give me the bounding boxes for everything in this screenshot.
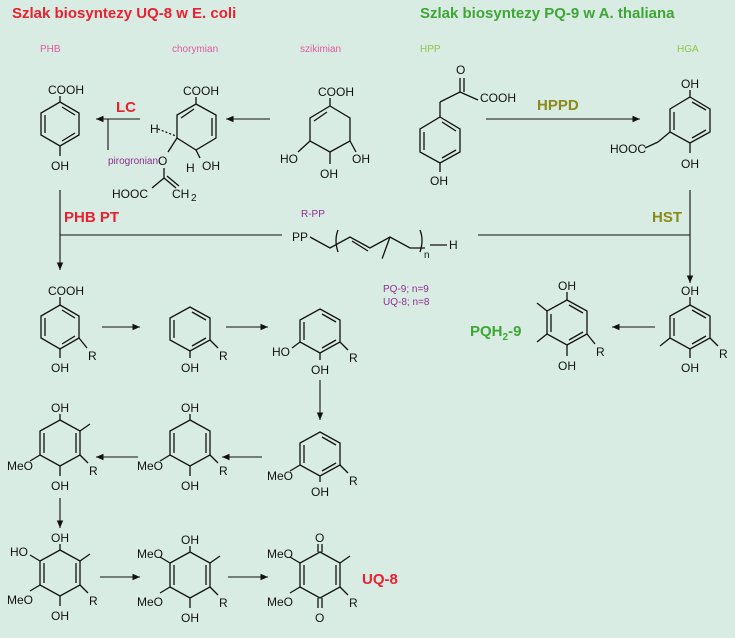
oh-label: OH	[558, 359, 576, 373]
oh-label: OH	[51, 609, 69, 623]
r-label: R	[89, 594, 98, 608]
r-label: R	[349, 351, 358, 365]
title-uq8-pathway: Szlak biosyntezy UQ-8 w E. coli	[12, 5, 236, 22]
oh-label: OH	[681, 77, 699, 91]
oh-label: OH	[181, 533, 199, 547]
oh-label: OH	[181, 401, 199, 415]
cooh-label: COOH	[183, 84, 219, 98]
label-chorismate: chorymian	[172, 44, 218, 55]
molecule-methyl-diol: OH MeO OH R	[7, 401, 98, 493]
oh-label: OH	[51, 159, 69, 173]
enzyme-hst: HST	[652, 209, 682, 226]
oh-label: OH	[558, 279, 576, 293]
label-phb: PHB	[40, 44, 61, 55]
pp-label: PP	[292, 230, 308, 244]
molecule-uq8: O O MeO MeO R	[267, 531, 358, 625]
molecule-prenylcatechol: HO OH R	[272, 308, 358, 377]
oh-label: OH	[681, 361, 699, 375]
oh-label: OH	[681, 284, 699, 298]
oh-label: OH	[51, 401, 69, 415]
r-label: R	[349, 474, 358, 488]
oh-label: OH	[181, 479, 199, 493]
cooh-label: COOH	[48, 83, 84, 97]
molecule-prenyl-hga: OH OH R	[659, 284, 728, 375]
n-subscript: n	[424, 250, 430, 261]
cooh-label: COOH	[318, 85, 354, 99]
meo-label: MeO	[137, 459, 163, 473]
r-label: R	[719, 347, 728, 361]
molecule-shikimate: COOH HO OH OH	[280, 85, 370, 181]
molecule-phb: COOH OH	[40, 83, 84, 173]
oh-label: OH	[311, 363, 329, 377]
molecule-hga: OH OH HOOC	[610, 77, 711, 171]
meo-label: MeO	[137, 547, 163, 561]
h-label: H	[186, 161, 195, 175]
ho-label: HO	[280, 152, 298, 166]
oh-label: OH	[320, 167, 338, 181]
o-label: O	[315, 531, 324, 545]
enzyme-phb-pt: PHB PT	[64, 209, 119, 226]
meo-label: MeO	[267, 469, 293, 483]
oh-label: OH	[51, 531, 69, 545]
oh-label: OH	[352, 152, 370, 166]
molecule-hydroxy-diol: OH HO MeO OH R	[7, 531, 98, 623]
oh-label: OH	[430, 174, 448, 188]
label-rpp: R-PP	[301, 209, 325, 220]
cooh-label: COOH	[480, 91, 516, 105]
ho-label: HO	[10, 545, 28, 559]
oh-label: OH	[51, 361, 69, 375]
label-hpp: HPP	[420, 44, 441, 55]
o-label: O	[456, 63, 465, 77]
oh-label: OH	[181, 361, 199, 375]
product-pqh2-9-label: PQH2-9	[470, 323, 521, 343]
molecule-dimethoxy-diol: OH MeO MeO OH R	[137, 533, 228, 625]
molecule-methoxy-catechol: MeO OH R	[267, 431, 358, 499]
molecule-prenyl-pp: R-PP PP n H PQ-9; n=9 UQ-8; n=8	[292, 209, 458, 308]
hooc-label: HOOC	[610, 142, 646, 156]
meo-label: MeO	[267, 595, 293, 609]
hooc-label: HOOC	[112, 187, 148, 201]
r-label: R	[349, 596, 358, 610]
h-label: H	[150, 122, 159, 136]
label-uq8-n: UQ-8; n=8	[383, 297, 430, 308]
r-label: R	[88, 349, 97, 363]
oh-label: OH	[202, 159, 220, 173]
ch2-label: CH	[172, 187, 189, 201]
label-hga: HGA	[677, 44, 699, 55]
molecule-pqh2-9: OH OH R	[536, 279, 605, 373]
r-label: R	[219, 596, 228, 610]
oh-label: OH	[311, 485, 329, 499]
molecule-diol-intermediate: OH MeO OH R	[137, 401, 228, 493]
oh-label: OH	[181, 611, 199, 625]
product-uq8-label: UQ-8	[362, 571, 398, 588]
oh-label: OH	[51, 479, 69, 493]
r-label: R	[219, 349, 228, 363]
meo-label: MeO	[7, 459, 33, 473]
meo-label: MeO	[137, 595, 163, 609]
molecule-chorismate: COOH H H OH O HOOC CH 2	[112, 84, 220, 204]
title-pq9-pathway: Szlak biosyntezy PQ-9 w A. thaliana	[420, 5, 675, 22]
o-label: O	[158, 154, 167, 168]
r-label: R	[89, 464, 98, 478]
enzyme-lc: LC	[116, 99, 136, 116]
label-shikimate: szikimian	[300, 44, 341, 55]
r-label: R	[596, 345, 605, 359]
o-label: O	[315, 611, 324, 625]
meo-label: MeO	[7, 593, 33, 607]
ho-label: HO	[272, 345, 290, 359]
ch2-subscript: 2	[191, 193, 197, 204]
molecule-prenylphenol: OH R	[169, 306, 228, 375]
molecule-hpp: O COOH OH	[419, 63, 516, 188]
label-pyruvate: pirogronian	[108, 156, 158, 167]
meo-label: MeO	[267, 547, 293, 561]
label-pq9-n: PQ-9; n=9	[383, 284, 429, 295]
oh-label: OH	[681, 157, 699, 171]
h-label: H	[449, 238, 458, 252]
cooh-label: COOH	[48, 284, 84, 298]
molecule-prenyl-phb: COOH OH R	[40, 284, 97, 375]
enzyme-hppd: HPPD	[537, 97, 579, 114]
r-label: R	[219, 464, 228, 478]
